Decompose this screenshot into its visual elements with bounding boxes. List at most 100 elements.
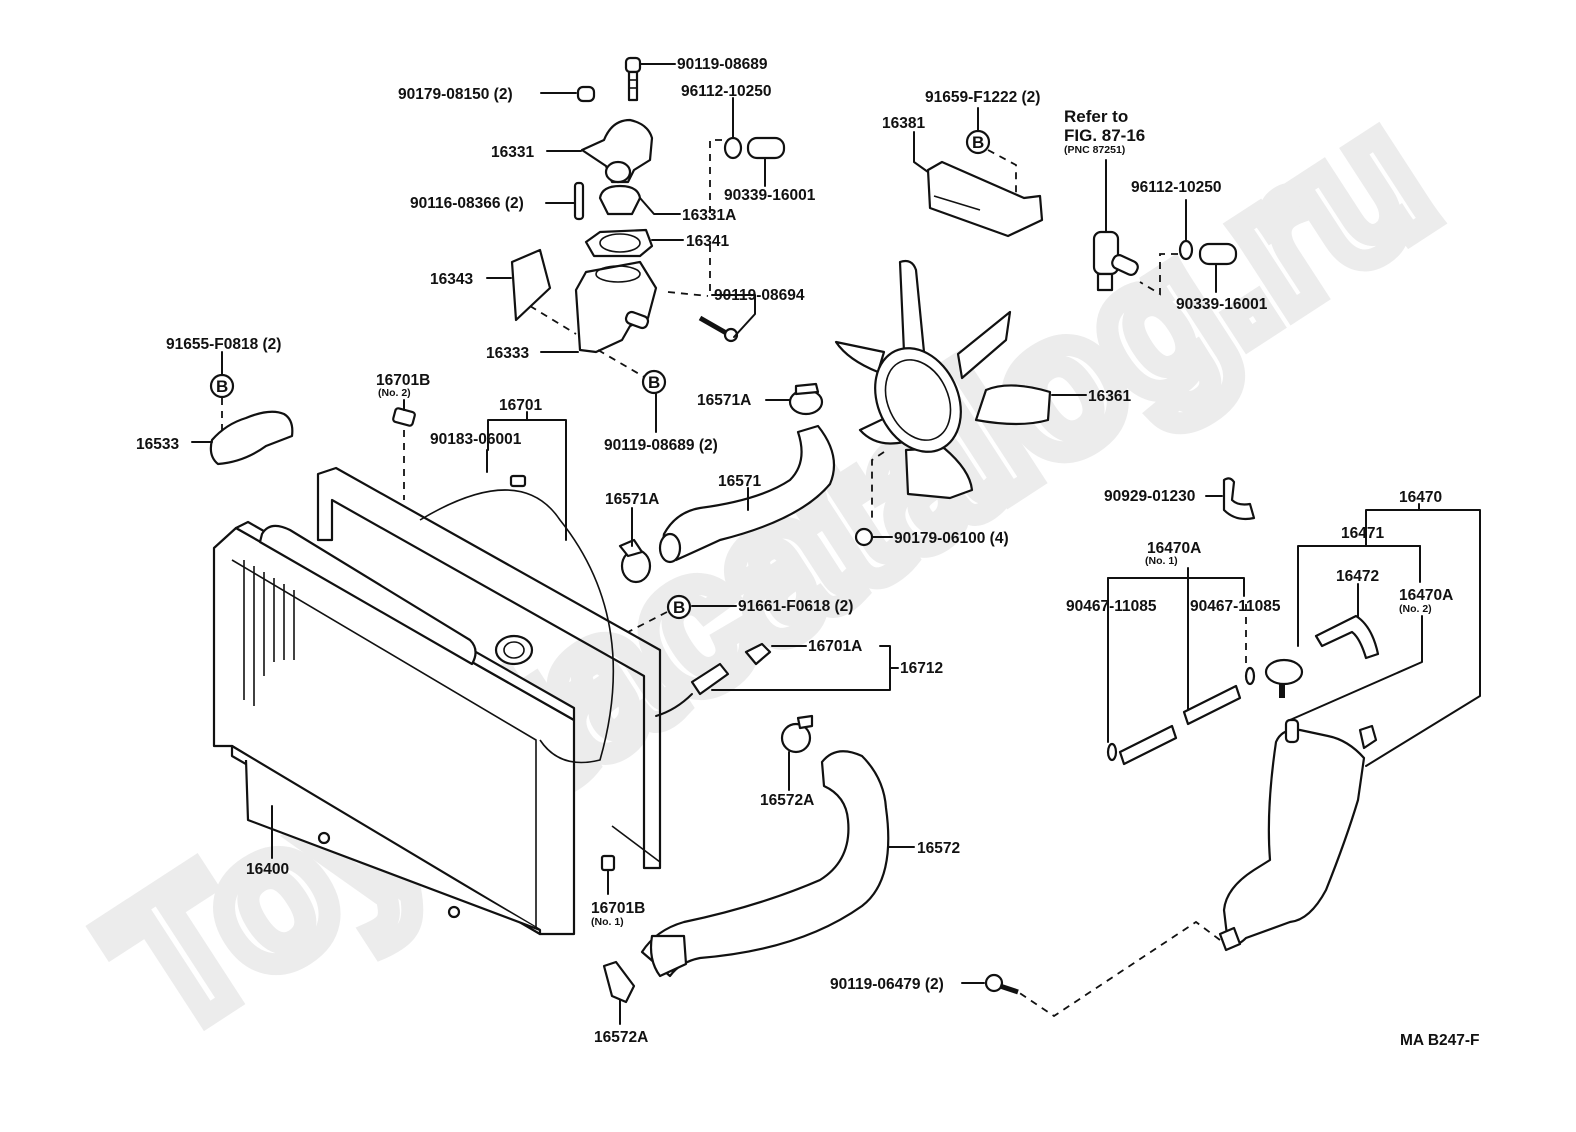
label-91655-F0818[interactable]: 91655-F0818 (2)	[166, 336, 281, 353]
label-96112-10250-a[interactable]: 96112-10250	[681, 83, 772, 100]
part-labels: 90119-08689 90179-08150 (2) 96112-10250 …	[136, 56, 1480, 1049]
reference-link[interactable]: FIG. 87-16	[1064, 126, 1145, 145]
svg-text:B: B	[673, 598, 685, 617]
reference-pnc: (PNC 87251)	[1064, 144, 1125, 156]
diagram-code: MA B247-F	[1400, 1032, 1480, 1049]
bolt-90119-06479[interactable]	[984, 973, 1019, 995]
nut-90179-08150[interactable]	[576, 85, 596, 103]
label-16341[interactable]: 16341	[686, 233, 729, 250]
label-16331A[interactable]: 16331A	[682, 207, 736, 224]
hose-clip-90467-11085-b[interactable]	[1244, 666, 1256, 686]
label-16361[interactable]: 16361	[1088, 388, 1131, 405]
label-16572[interactable]: 16572	[917, 840, 960, 857]
tube-16470A-2[interactable]	[1182, 684, 1242, 726]
svg-text:B: B	[972, 133, 984, 152]
thermostat-16331A[interactable]	[598, 184, 642, 216]
b-mark-bracket: B	[965, 129, 991, 155]
radiator-support-16533[interactable]	[209, 410, 294, 466]
label-16472[interactable]: 16472	[1336, 568, 1379, 585]
cooling-fan-16361[interactable]	[834, 259, 1052, 500]
fan-shroud-16711[interactable]	[316, 466, 662, 870]
label-16701A[interactable]: 16701A	[808, 638, 862, 655]
label-16701B-no2-sub: (No. 2)	[378, 387, 411, 399]
label-16533[interactable]: 16533	[136, 436, 179, 453]
label-90183-06001[interactable]: 90183-06001	[430, 431, 522, 448]
b-mark-fastener: B	[641, 369, 667, 395]
hose-clamp-90929-01230[interactable]	[1222, 477, 1256, 521]
label-16571A-upper[interactable]: 16571A	[697, 392, 751, 409]
clamp-16572A-upper[interactable]	[780, 714, 814, 754]
nut-90179-06100[interactable]	[854, 527, 874, 547]
clamp-96112-10250-b[interactable]	[1178, 239, 1194, 261]
label-96112-10250-b[interactable]: 96112-10250	[1131, 179, 1222, 196]
hose-90339-16001-b[interactable]	[1198, 242, 1238, 266]
label-90119-08694[interactable]: 90119-08694	[714, 287, 805, 304]
svg-text:B: B	[216, 377, 228, 396]
clip-90183-06001[interactable]	[509, 474, 527, 488]
label-90179-06100[interactable]: 90179-06100 (4)	[894, 530, 1009, 547]
fan-bracket-16381[interactable]	[926, 160, 1044, 238]
bolt-90119-08694[interactable]	[698, 315, 739, 343]
water-inlet-16333[interactable]	[574, 260, 658, 354]
label-16470A-no1[interactable]: 16470A	[1147, 540, 1201, 557]
label-16701B-no1-sub: (No. 1)	[591, 916, 624, 928]
tube-16470A-1[interactable]	[1118, 724, 1178, 766]
label-16701B-no1[interactable]: 16701B	[591, 900, 645, 917]
cap-16471[interactable]	[1264, 658, 1304, 698]
label-16701B-no2[interactable]: 16701B	[376, 372, 430, 389]
water-outlet-16331[interactable]	[580, 118, 654, 184]
lower-radiator-hose-16572[interactable]	[640, 750, 890, 978]
label-16571[interactable]: 16571	[718, 473, 761, 490]
hose-16472[interactable]	[1314, 614, 1380, 660]
label-16470A-no2[interactable]: 16470A	[1399, 587, 1453, 604]
bracket-16701A[interactable]	[744, 642, 772, 666]
label-16471[interactable]: 16471	[1341, 525, 1384, 542]
b-mark-support: B	[209, 373, 235, 399]
label-16572A-upper[interactable]: 16572A	[760, 792, 814, 809]
label-16712[interactable]: 16712	[900, 660, 943, 677]
label-16470A-no1-sub: (No. 1)	[1145, 555, 1178, 567]
label-90339-16001-a[interactable]: 90339-16001	[724, 187, 816, 204]
drain-cock[interactable]	[1092, 230, 1140, 292]
label-16343[interactable]: 16343	[430, 271, 473, 288]
label-91661-F0618[interactable]: 91661-F0618 (2)	[738, 598, 853, 615]
clamp-16571A-upper[interactable]	[788, 382, 824, 416]
hose-clip-90467-11085-a[interactable]	[1106, 742, 1118, 762]
label-90929-01230[interactable]: 90929-01230	[1104, 488, 1195, 505]
bolt-90119-08689[interactable]	[624, 56, 642, 102]
label-16400[interactable]: 16400	[246, 861, 289, 878]
cushion-16701B-no2[interactable]	[392, 407, 416, 427]
label-90339-16001-b[interactable]: 90339-16001	[1176, 296, 1268, 313]
clamp-96112-10250[interactable]	[723, 136, 743, 160]
hose-90339-16001[interactable]	[746, 136, 786, 160]
gasket-16343[interactable]	[510, 248, 552, 322]
label-16381[interactable]: 16381	[882, 115, 925, 132]
radiator-16400[interactable]	[212, 520, 576, 936]
upper-radiator-hose-16571[interactable]	[658, 424, 836, 564]
label-90179-08150[interactable]: 90179-08150 (2)	[398, 86, 513, 103]
label-90116-08366[interactable]: 90116-08366 (2)	[410, 195, 524, 212]
label-16331[interactable]: 16331	[491, 144, 534, 161]
label-16333[interactable]: 16333	[486, 345, 529, 362]
label-91659-F1222[interactable]: 91659-F1222 (2)	[925, 89, 1040, 106]
bracket-16712[interactable]	[655, 662, 730, 717]
clamp-16571A-lower[interactable]	[618, 538, 652, 584]
svg-text:B: B	[648, 373, 660, 392]
label-16470A-no2-sub: (No. 2)	[1399, 603, 1432, 615]
clamp-16572A-lower[interactable]	[602, 960, 636, 1004]
reservoir-tank-16470[interactable]	[1218, 718, 1378, 952]
label-90119-06479[interactable]: 90119-06479 (2)	[830, 976, 944, 993]
label-90119-08689[interactable]: 90119-08689	[677, 56, 768, 73]
label-90119-08689-2[interactable]: 90119-08689 (2)	[604, 437, 718, 454]
gasket-16341[interactable]	[584, 228, 654, 258]
reference-line1: Refer to	[1064, 107, 1128, 126]
label-16571A-lower[interactable]: 16571A	[605, 491, 659, 508]
stud-90116-08366[interactable]	[573, 181, 585, 221]
label-16572A-lower[interactable]: 16572A	[594, 1029, 648, 1046]
label-90467-11085-b[interactable]: 90467-11085	[1190, 598, 1281, 615]
label-16701[interactable]: 16701	[499, 397, 542, 414]
water-outlet-group: B	[486, 56, 786, 433]
label-16470[interactable]: 16470	[1399, 489, 1442, 506]
label-90467-11085-a[interactable]: 90467-11085	[1066, 598, 1157, 615]
cushion-16701B-no1[interactable]	[600, 854, 616, 872]
